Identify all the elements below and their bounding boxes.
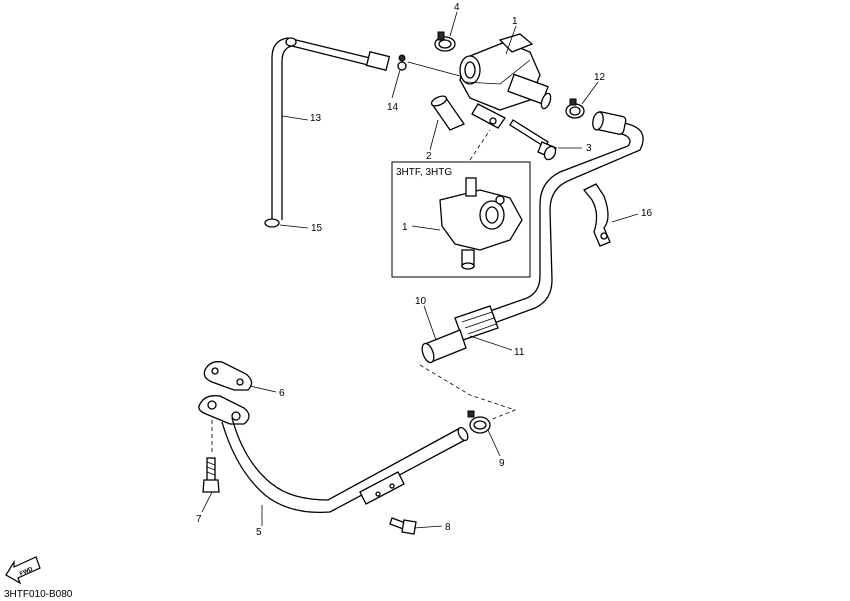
bolt-8 (389, 517, 417, 535)
pipe-2 (430, 95, 465, 131)
hose-13 (271, 37, 391, 220)
callout-10: 10 (415, 296, 427, 307)
fwd-label: FWD (19, 566, 35, 577)
dashed-reference-lines (211, 129, 517, 455)
gasket-6-upper (203, 361, 253, 391)
callout-8: 8 (445, 522, 451, 533)
clamp-9 (467, 410, 491, 434)
pipe-10 (421, 329, 467, 364)
callout-1-inset: 1 (402, 222, 408, 233)
clip-15 (264, 218, 280, 228)
callout-4: 4 (454, 2, 460, 13)
callout-16: 16 (641, 208, 653, 219)
clamp-12 (565, 98, 585, 119)
callout-6: 6 (279, 388, 285, 399)
air-valve-1 (459, 33, 552, 129)
fwd-arrow-icon: FWD (5, 556, 41, 585)
callout-9: 9 (499, 458, 505, 469)
inset-valve-1 (439, 177, 523, 270)
hose-11 (454, 111, 644, 341)
inset-title: 3HTF, 3HTG (396, 167, 452, 178)
callout-15: 15 (311, 223, 323, 234)
callout-14: 14 (387, 102, 399, 113)
callout-7: 7 (196, 514, 202, 525)
leader-lines (201, 11, 639, 529)
callout-5: 5 (256, 527, 262, 538)
callout-11: 11 (514, 347, 525, 358)
bolt-7 (202, 457, 220, 493)
bolt-3 (509, 119, 557, 161)
drawing-code: 3HTF010-B080 (4, 589, 73, 600)
clip-14 (397, 54, 407, 71)
callout-13: 13 (310, 113, 322, 124)
inset-box: 3HTF, 3HTG (391, 161, 531, 278)
callout-1: 1 (512, 16, 518, 27)
gasket-6-lower (198, 395, 250, 425)
callout-labels: 1 4 12 14 13 2 3 16 1 15 10 11 6 9 7 8 5 (196, 2, 653, 538)
pipe-5 (221, 417, 469, 514)
callout-3: 3 (586, 143, 592, 154)
bracket-16 (582, 183, 611, 247)
callout-2: 2 (426, 151, 432, 162)
callout-12: 12 (594, 72, 606, 83)
clamp-4 (434, 31, 456, 52)
